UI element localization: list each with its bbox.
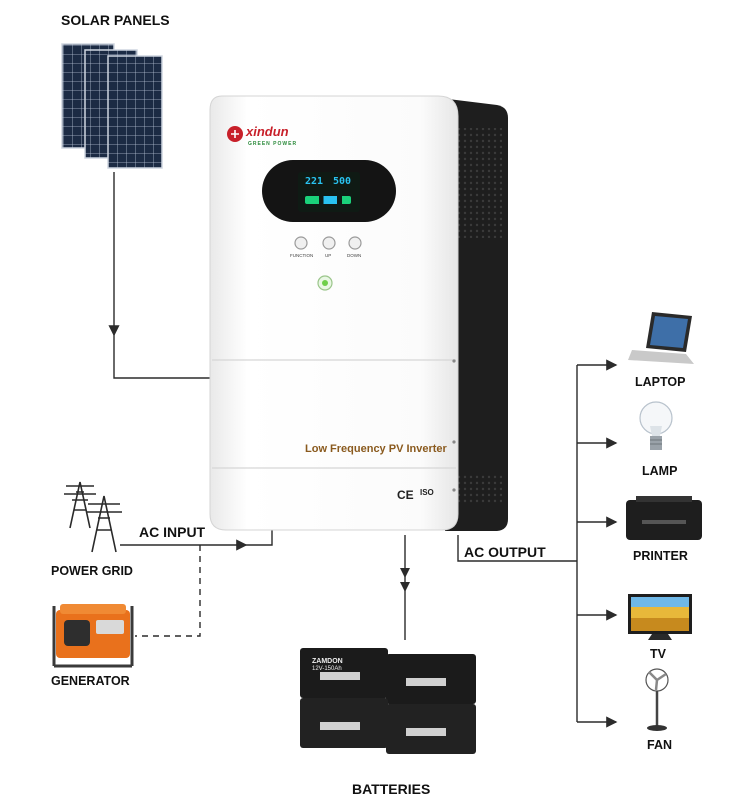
inverter-brand: xindun [246, 124, 289, 139]
lamp-label: LAMP [642, 464, 678, 478]
solar-panels-label: SOLAR PANELS [61, 12, 170, 28]
power-grid-label: POWER GRID [51, 564, 133, 578]
inverter-product-name: Low Frequency PV Inverter [305, 443, 447, 455]
ac-output-label: AC OUTPUT [464, 544, 546, 560]
iso-mark: ISO [420, 488, 434, 497]
display-left-value: 221 [305, 176, 324, 187]
battery-brand: ZAMDON [312, 658, 343, 665]
fan-label: FAN [647, 738, 672, 752]
function-button-label: FUNCTION [290, 253, 314, 258]
ce-mark: CE [397, 488, 414, 502]
down-button-label: DOWN [347, 253, 362, 258]
ac-input-label: AC INPUT [139, 524, 206, 540]
grid-generator-dashed [135, 545, 201, 637]
laptop-label: LAPTOP [635, 375, 686, 389]
ac-output-line [457, 535, 577, 562]
battery-spec: 12V-150Ah [312, 666, 342, 672]
generator-label: GENERATOR [51, 674, 130, 688]
batteries-label: BATTERIES [352, 781, 431, 797]
up-button-label: UP [325, 253, 332, 258]
display-right-value: 500 [333, 176, 352, 187]
printer-label: PRINTER [633, 549, 688, 563]
tv-label: TV [650, 647, 666, 661]
display-indicators [305, 196, 351, 204]
inverter-brand-sub: GREEN POWER [248, 141, 298, 147]
